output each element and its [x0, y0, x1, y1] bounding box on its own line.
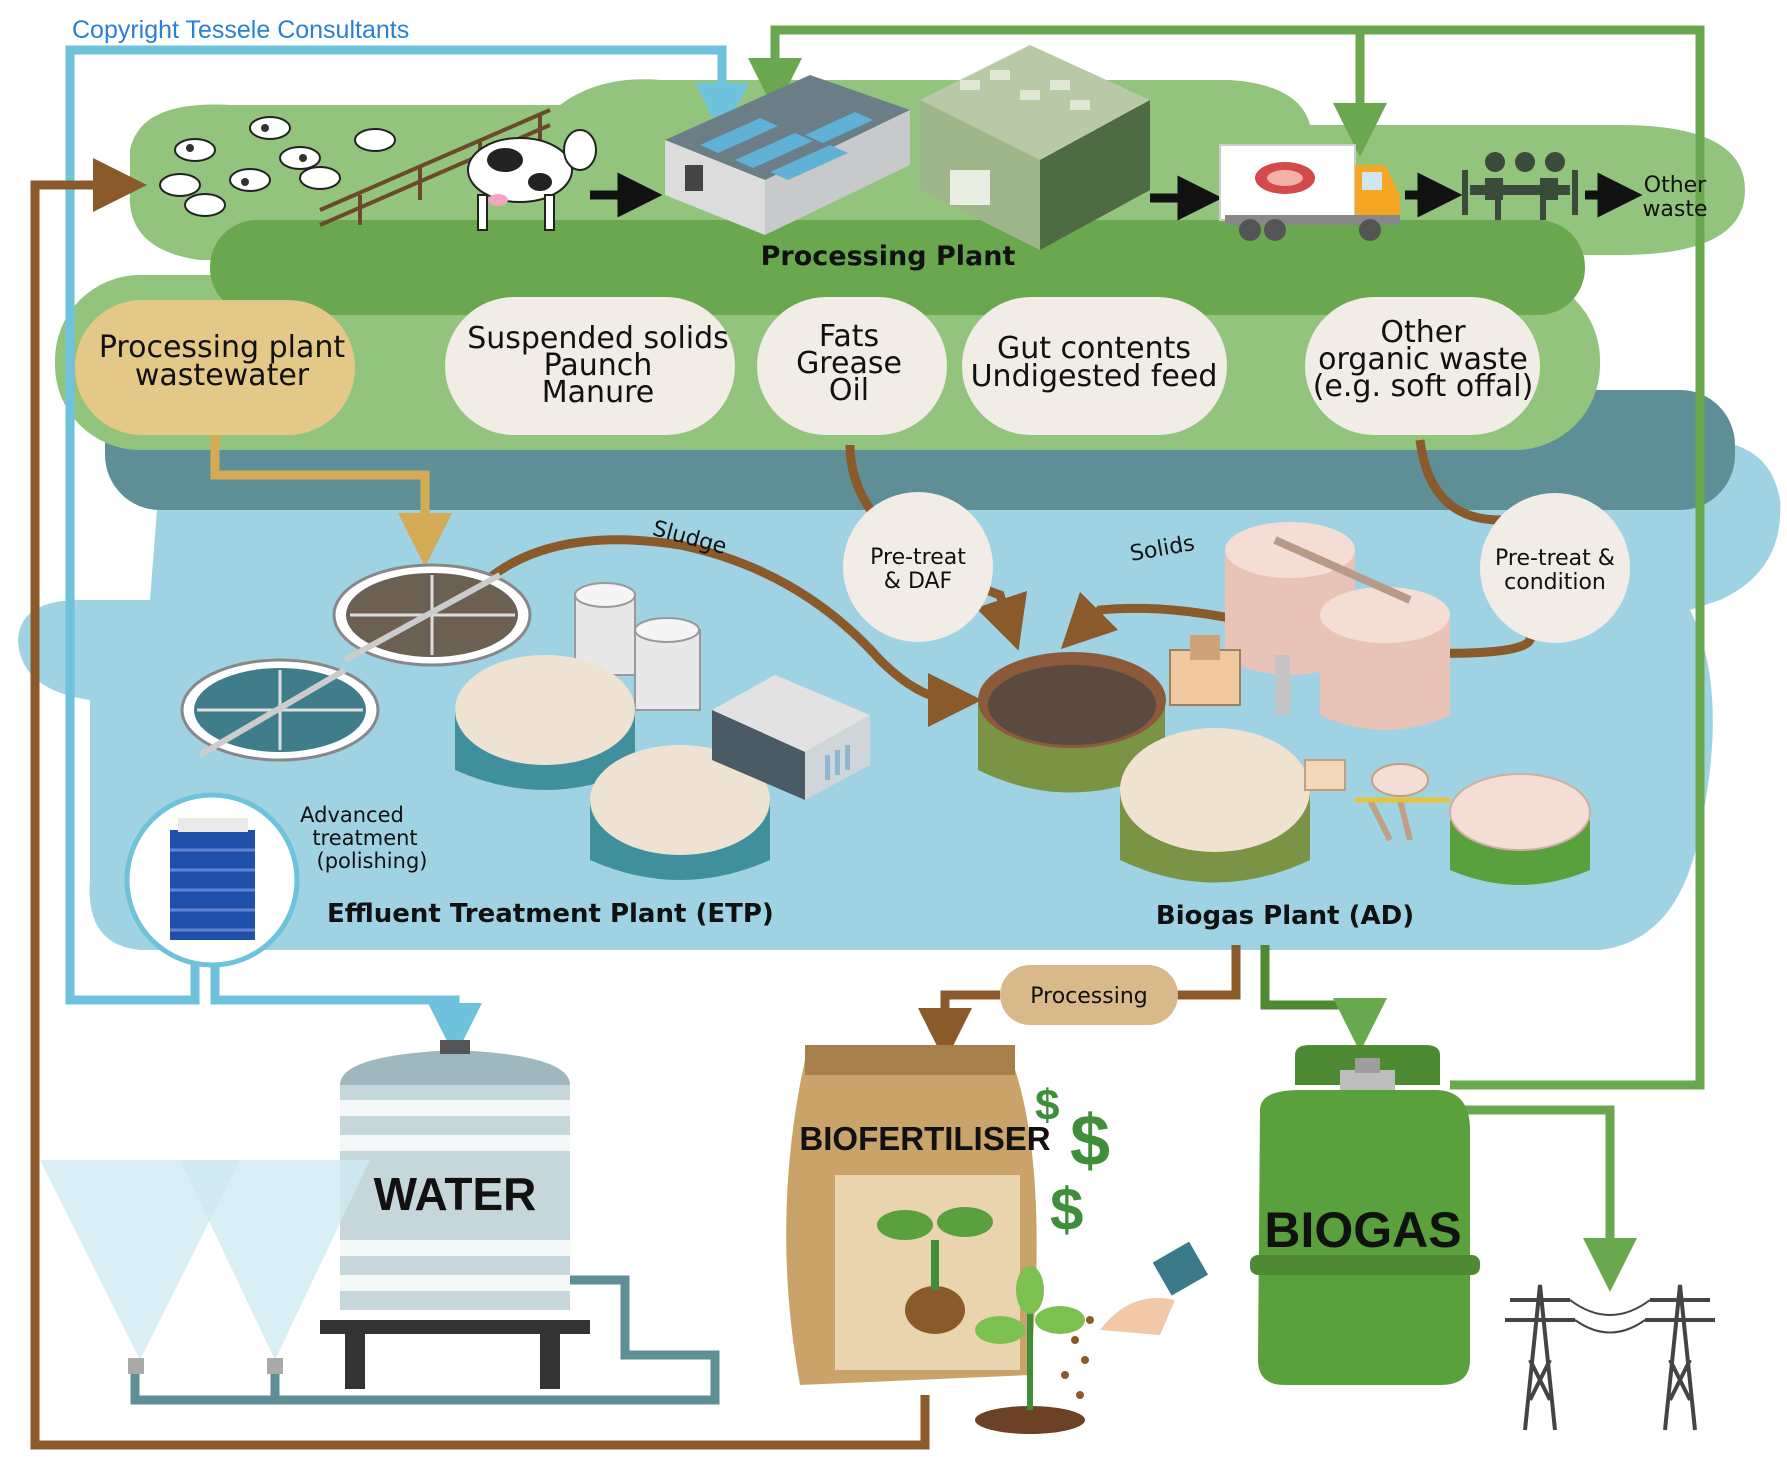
biogas-cylinder-icon [1250, 1045, 1480, 1385]
hand-sowing-icon [1061, 1241, 1209, 1399]
seedling-icon [975, 1266, 1085, 1434]
other-waste-line2: waste [1642, 197, 1707, 222]
copyright-text: Copyright Tessele Consultants [72, 16, 409, 44]
cattle-herd [159, 116, 396, 217]
other-organic-line2: organic waste [1318, 342, 1528, 377]
gold-flow-line [210, 430, 452, 567]
green-flow-lines [748, 25, 1705, 1292]
pretreat-condition-line1: Pre-treat & [1495, 546, 1615, 571]
processing-plant-label: Processing Plant [761, 241, 1016, 272]
pill-suspended-solids: Suspended solids Paunch Manure [445, 297, 735, 435]
etp-digester-1 [455, 655, 635, 790]
sprinkler-spray-left [40, 1160, 240, 1374]
etp-control-building [712, 675, 870, 800]
sprinkler-spray-right [180, 1160, 370, 1374]
power-pylon-icon [1505, 1284, 1715, 1431]
consumers-dining-icon [1462, 152, 1578, 220]
processing-plant-buildings [665, 45, 1150, 250]
fats-line3: Oil [829, 373, 869, 408]
ad-storage-tanks [1225, 522, 1450, 730]
other-waste-line1: Other [1644, 173, 1707, 198]
circle-pretreat-daf: Pre-treat & DAF [843, 492, 993, 642]
biofertiliser-label: BIOFERTILISER [799, 1120, 1050, 1157]
advanced-line3: (polishing) [317, 849, 428, 873]
biofertiliser-bag-icon [786, 1045, 1037, 1385]
meat-truck-icon [1219, 144, 1400, 241]
suspended-line2: Paunch [544, 348, 653, 383]
ad-digester-main [1120, 728, 1310, 883]
other-organic-line3: (e.g. soft offal) [1313, 369, 1534, 404]
ad-small-units [1304, 759, 1591, 885]
ad-engine-room [1169, 635, 1290, 715]
suspended-line3: Manure [542, 375, 654, 410]
dollar-sign-medium: $ [1050, 1176, 1083, 1243]
ad-label: Biogas Plant (AD) [1156, 901, 1414, 931]
water-tank-icon [320, 1040, 590, 1389]
etp-label: Effluent Treatment Plant (ETP) [327, 899, 774, 929]
dollar-sign-small: $ [1035, 1081, 1059, 1130]
advanced-treatment-circle [124, 792, 300, 968]
advanced-line1: Advanced [300, 803, 404, 827]
dollar-sign-large: $ [1070, 1101, 1110, 1181]
advanced-line2: treatment [312, 826, 417, 850]
etp-digester-2 [590, 745, 770, 880]
pretreat-condition-line2: condition [1504, 570, 1606, 595]
gut-line1: Gut contents [997, 331, 1191, 366]
water-label: WATER [374, 1168, 537, 1220]
circle-pretreat-condition: Pre-treat & condition [1480, 493, 1630, 643]
pill-other-organic: Other organic waste (e.g. soft offal) [1305, 297, 1540, 435]
wastewater-line1: Processing plant [99, 330, 346, 365]
pretreat-daf-line2: & DAF [884, 569, 952, 594]
pill-wastewater: Processing plant wastewater [75, 300, 355, 435]
biogas-label: BIOGAS [1264, 1202, 1461, 1258]
clarifier-bottom [180, 658, 380, 762]
ad-tank-open [978, 652, 1166, 793]
other-organic-line1: Other [1380, 315, 1466, 350]
pill-gut-contents: Gut contents Undigested feed [962, 297, 1227, 435]
blue-flow-lines [65, 45, 749, 1405]
dollar-signs: $ $ $ [1035, 1081, 1110, 1243]
wastewater-line2: wastewater [135, 358, 310, 393]
pretreat-daf-line1: Pre-treat [870, 545, 966, 570]
processing-label: Processing [1030, 984, 1147, 1009]
pill-fats: Fats Grease Oil [757, 297, 947, 435]
cow-icon [467, 129, 597, 231]
fats-line2: Grease [796, 346, 902, 381]
clarifier-top [332, 563, 532, 667]
dark-green-flow-line [1260, 945, 1387, 1052]
pill-processing: Processing [1000, 965, 1178, 1025]
fats-line1: Fats [819, 319, 879, 354]
gut-line2: Undigested feed [971, 359, 1218, 394]
suspended-line1: Suspended solids [467, 321, 729, 356]
